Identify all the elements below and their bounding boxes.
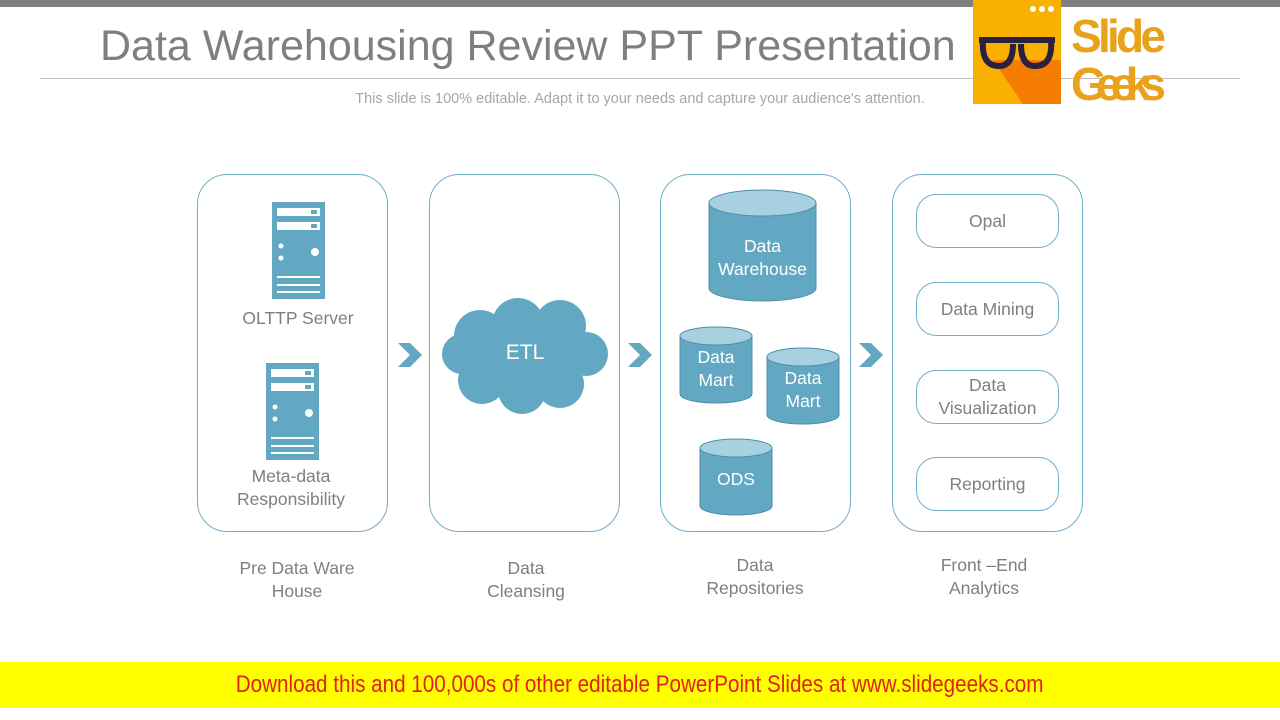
title-divider bbox=[40, 78, 1240, 79]
chevron-right-icon bbox=[628, 343, 652, 367]
data-visualization-label: Data Visualization bbox=[938, 375, 1037, 418]
data-mining-label: Data Mining bbox=[940, 298, 1035, 319]
panel-data-cleansing bbox=[429, 174, 620, 532]
data-mart-label: Data Mart bbox=[784, 368, 822, 411]
metadata-label: Meta-data Responsibility bbox=[237, 466, 345, 509]
data-mart-cylinder: Data Mart bbox=[679, 326, 753, 404]
server-icon bbox=[266, 363, 319, 460]
oltp-server-label: OLTTP Server bbox=[242, 308, 354, 328]
download-banner[interactable]: Download this and 100,000s of other edit… bbox=[0, 662, 1280, 708]
chevron-right-icon bbox=[398, 343, 422, 367]
ods-cylinder: ODS bbox=[699, 438, 773, 516]
svg-text:Geeks: Geeks bbox=[1071, 58, 1166, 104]
stage-caption: Data Repositories bbox=[706, 555, 804, 598]
reporting-item: Reporting bbox=[916, 457, 1059, 511]
server-icon bbox=[272, 202, 325, 299]
etl-label: ETL bbox=[505, 341, 545, 364]
panel-pre-data-warehouse bbox=[197, 174, 388, 532]
panel-front-end-analytics bbox=[892, 174, 1083, 532]
top-bar bbox=[0, 0, 1280, 7]
stage-caption: Pre Data Ware House bbox=[239, 558, 355, 601]
data-warehouse-label: Data Warehouse bbox=[718, 236, 807, 279]
data-mart-cylinder: Data Mart bbox=[766, 347, 840, 425]
panel-data-repositories bbox=[660, 174, 851, 532]
opal-item: Opal bbox=[916, 194, 1059, 248]
slidegeeks-logo: Slide Geeks bbox=[973, 0, 1166, 104]
data-mart-label: Data Mart bbox=[697, 347, 735, 390]
reporting-label: Reporting bbox=[949, 473, 1026, 494]
opal-label: Opal bbox=[969, 210, 1006, 231]
cloud-icon bbox=[442, 298, 608, 414]
ods-label: ODS bbox=[717, 469, 755, 489]
data-visualization-item: Data Visualization bbox=[916, 370, 1059, 424]
stage-caption: Front –End Analytics bbox=[940, 555, 1028, 598]
svg-text:Slide: Slide bbox=[1071, 10, 1166, 62]
stage-caption: Data Cleansing bbox=[487, 558, 565, 601]
page-title: Data Warehousing Review PPT Presentation bbox=[100, 22, 956, 70]
data-warehouse-cylinder: Data Warehouse bbox=[708, 189, 817, 302]
chevron-right-icon bbox=[859, 343, 883, 367]
banner-text[interactable]: Download this and 100,000s of other edit… bbox=[236, 671, 1044, 698]
data-mining-item: Data Mining bbox=[916, 282, 1059, 336]
page-subtitle: This slide is 100% editable. Adapt it to… bbox=[355, 91, 925, 107]
